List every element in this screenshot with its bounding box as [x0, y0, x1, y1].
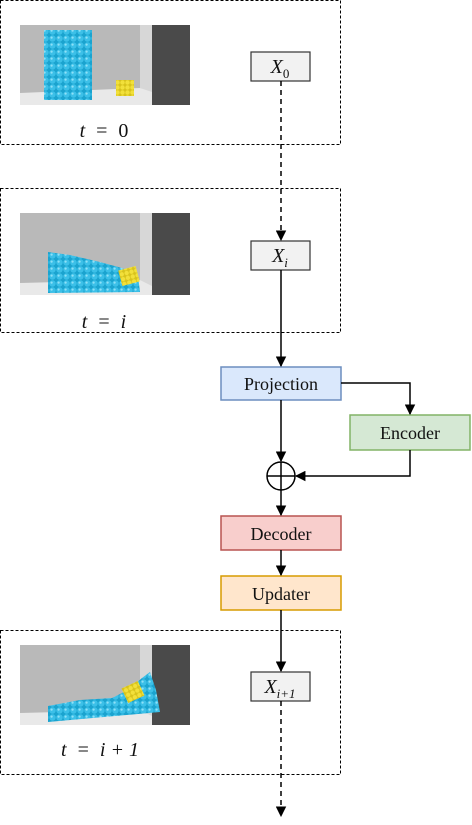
svg-text:X0: X0	[270, 56, 290, 81]
frame-t0-label: t = 0	[80, 120, 129, 142]
sum-node	[266, 461, 296, 491]
water-splash	[48, 672, 160, 722]
water-wave	[48, 252, 140, 293]
arrow-encoder-to-sum	[294, 450, 411, 482]
projection-module: Projection	[220, 366, 342, 401]
rigid-cube	[118, 265, 140, 287]
frame-ti-render	[20, 213, 190, 295]
arrow-projection-to-encoder	[341, 382, 416, 416]
decoder-module: Decoder	[220, 515, 342, 551]
svg-text:Projection: Projection	[244, 374, 318, 394]
frame-ti1: t = i + 1	[0, 630, 341, 775]
svg-text:Xi+1: Xi+1	[263, 676, 295, 701]
frame-ti1-border	[0, 630, 341, 775]
rigid-cube	[116, 80, 134, 96]
water-column	[44, 30, 92, 100]
state-xi1: Xi+1	[250, 671, 311, 702]
frame-t0-render	[20, 25, 190, 105]
svg-text:Xi: Xi	[271, 245, 288, 270]
state-x0: X0	[250, 51, 311, 82]
frame-ti1-render	[20, 645, 190, 725]
rigid-cube	[121, 680, 145, 704]
state-xi: Xi	[250, 240, 311, 271]
svg-text:Updater: Updater	[252, 584, 310, 604]
frame-t0: t = 0	[0, 0, 341, 145]
frame-ti1-label: t = i + 1	[61, 739, 139, 761]
frame-ti-label: t = i	[82, 311, 126, 333]
frame-ti: t = i	[0, 188, 341, 333]
svg-text:Encoder: Encoder	[380, 423, 440, 443]
svg-text:Decoder: Decoder	[251, 524, 312, 544]
frame-ti-border	[0, 188, 341, 333]
updater-module: Updater	[220, 575, 342, 611]
encoder-module: Encoder	[349, 414, 471, 451]
frame-t0-border	[0, 0, 341, 145]
